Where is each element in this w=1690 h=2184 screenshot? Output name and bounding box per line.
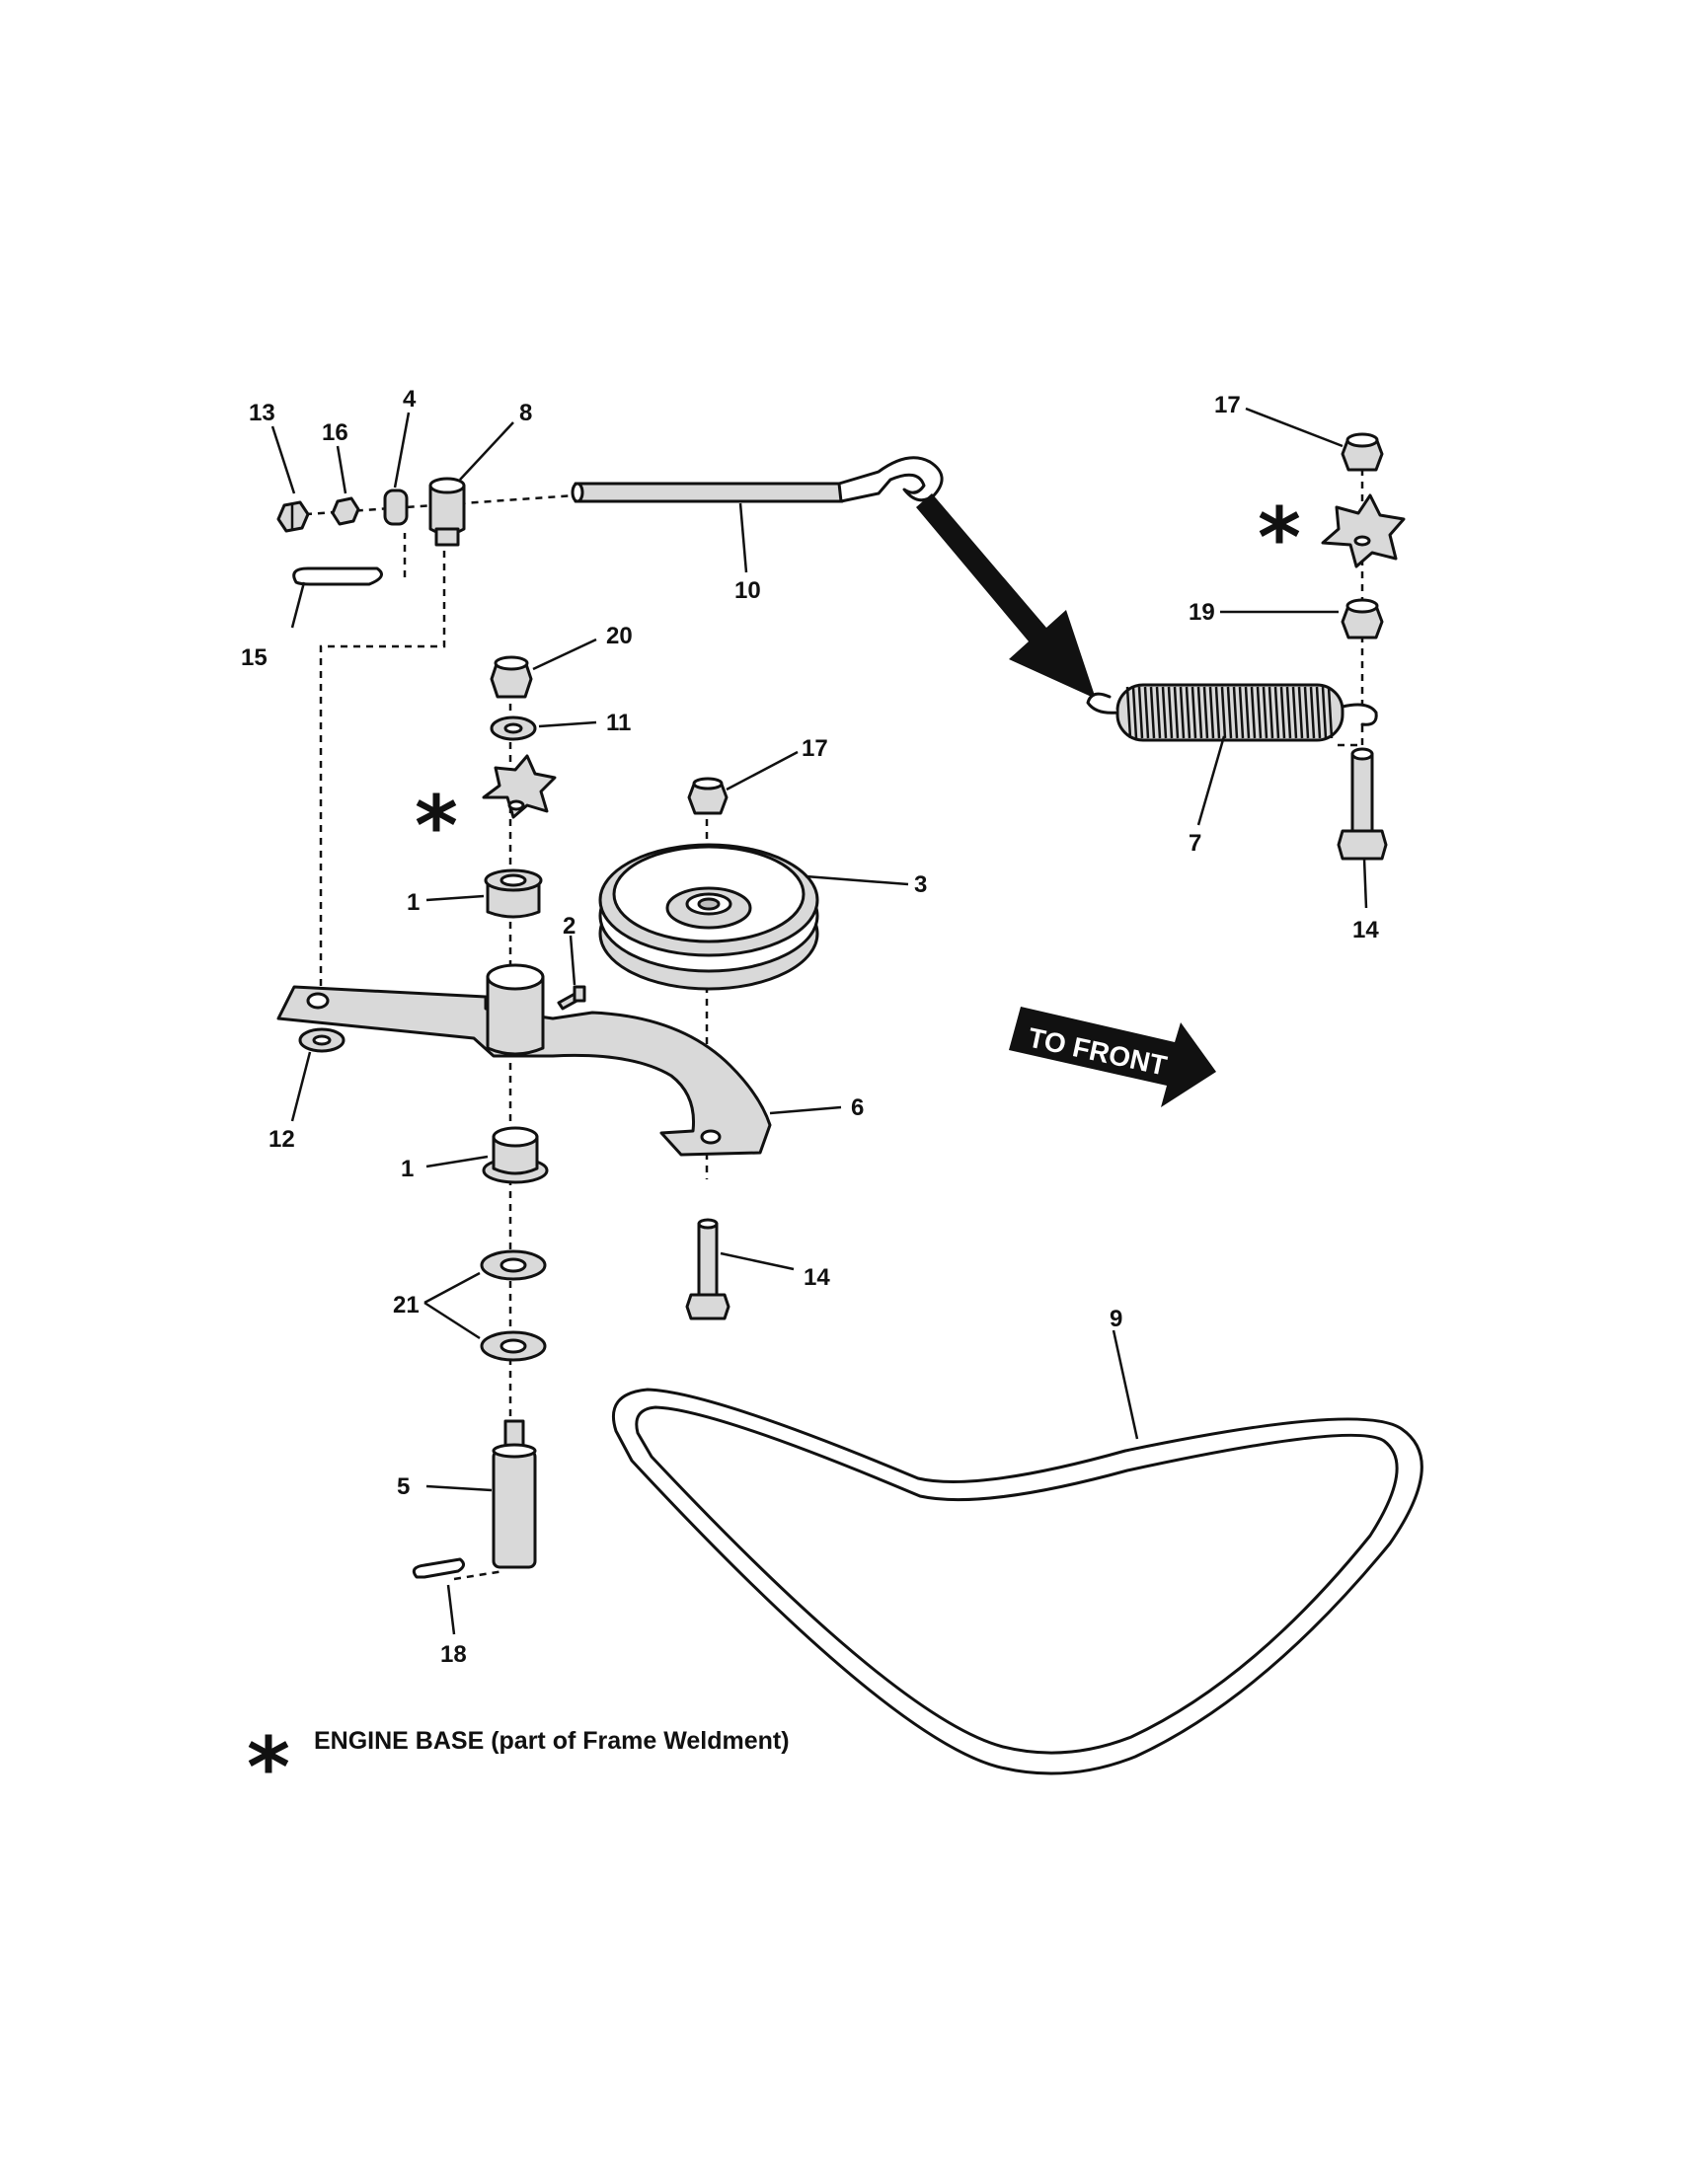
part-3-idler-pulley	[598, 843, 819, 991]
part-17-nut-right	[1341, 432, 1384, 472]
part-14-bolt-right	[1337, 747, 1388, 861]
part-15-hairpin-clip	[292, 566, 383, 586]
callout-17-pulley: 17	[802, 735, 828, 762]
engine-base-marker-right: *	[1258, 490, 1301, 586]
callout-16: 16	[322, 419, 348, 446]
callout-2: 2	[563, 913, 576, 940]
engine-base-plate-right	[1321, 493, 1406, 568]
part-13-nut	[276, 500, 310, 533]
callout-19: 19	[1189, 599, 1215, 626]
part-16-nut	[331, 496, 360, 526]
callout-4: 4	[403, 386, 417, 413]
callout-15: 15	[241, 644, 268, 671]
part-20-nut	[490, 655, 533, 699]
part-21-washers	[480, 1249, 547, 1362]
callout-17-right: 17	[1214, 392, 1241, 418]
part-8-pivot-block	[428, 477, 466, 547]
callout-18: 18	[440, 1641, 467, 1668]
engine-base-plate-left	[482, 754, 557, 819]
legend-symbol: *	[247, 1719, 290, 1816]
part-12-washer	[298, 1027, 346, 1053]
part-7-spring	[1086, 683, 1378, 742]
part-17-nut-pulley	[687, 777, 729, 815]
part-6-idler-arm	[276, 963, 772, 1157]
callout-20: 20	[606, 623, 633, 649]
callout-21: 21	[393, 1292, 420, 1318]
part-9-belt	[611, 1388, 1423, 1775]
callout-14-arm: 14	[804, 1264, 830, 1291]
part-1-upper-bushing	[484, 868, 543, 919]
part-10-adjust-rod	[571, 456, 944, 503]
callout-11: 11	[606, 710, 631, 736]
part-18-cotter-pin	[412, 1557, 465, 1579]
leader-lines	[270, 407, 1368, 1635]
callout-9: 9	[1110, 1306, 1122, 1332]
part-5-shaft	[492, 1419, 537, 1569]
to-front-arrow: TO FRONT	[1009, 1007, 1216, 1107]
callout-14-right: 14	[1352, 917, 1379, 943]
callout-7: 7	[1189, 830, 1201, 857]
part-4-spacer	[383, 489, 409, 526]
engine-base-marker-left: *	[415, 778, 458, 874]
direction-arrow	[916, 493, 1096, 699]
callout-1-lower: 1	[401, 1156, 414, 1182]
part-2-grease-fitting	[557, 985, 586, 1011]
callout-labels: 13 16 4 8 10 15 20 11 17 1 3 2 12 6 1 14…	[241, 386, 1379, 1668]
callout-13: 13	[249, 400, 275, 426]
legend: * ENGINE BASE (part of Frame Weldment)	[247, 1719, 790, 1816]
part-1-lower-bushing	[482, 1126, 549, 1184]
legend-text: ENGINE BASE (part of Frame Weldment)	[314, 1727, 790, 1755]
part-11-washer	[490, 715, 537, 741]
callout-3: 3	[914, 871, 927, 898]
part-14-bolt-arm	[685, 1218, 730, 1320]
callout-8: 8	[519, 400, 532, 426]
callout-10: 10	[734, 577, 761, 604]
part-19-nut	[1341, 598, 1384, 640]
callout-6: 6	[851, 1094, 864, 1121]
callout-5: 5	[397, 1473, 410, 1500]
callout-12: 12	[269, 1126, 295, 1153]
callout-1-upper: 1	[407, 889, 420, 916]
